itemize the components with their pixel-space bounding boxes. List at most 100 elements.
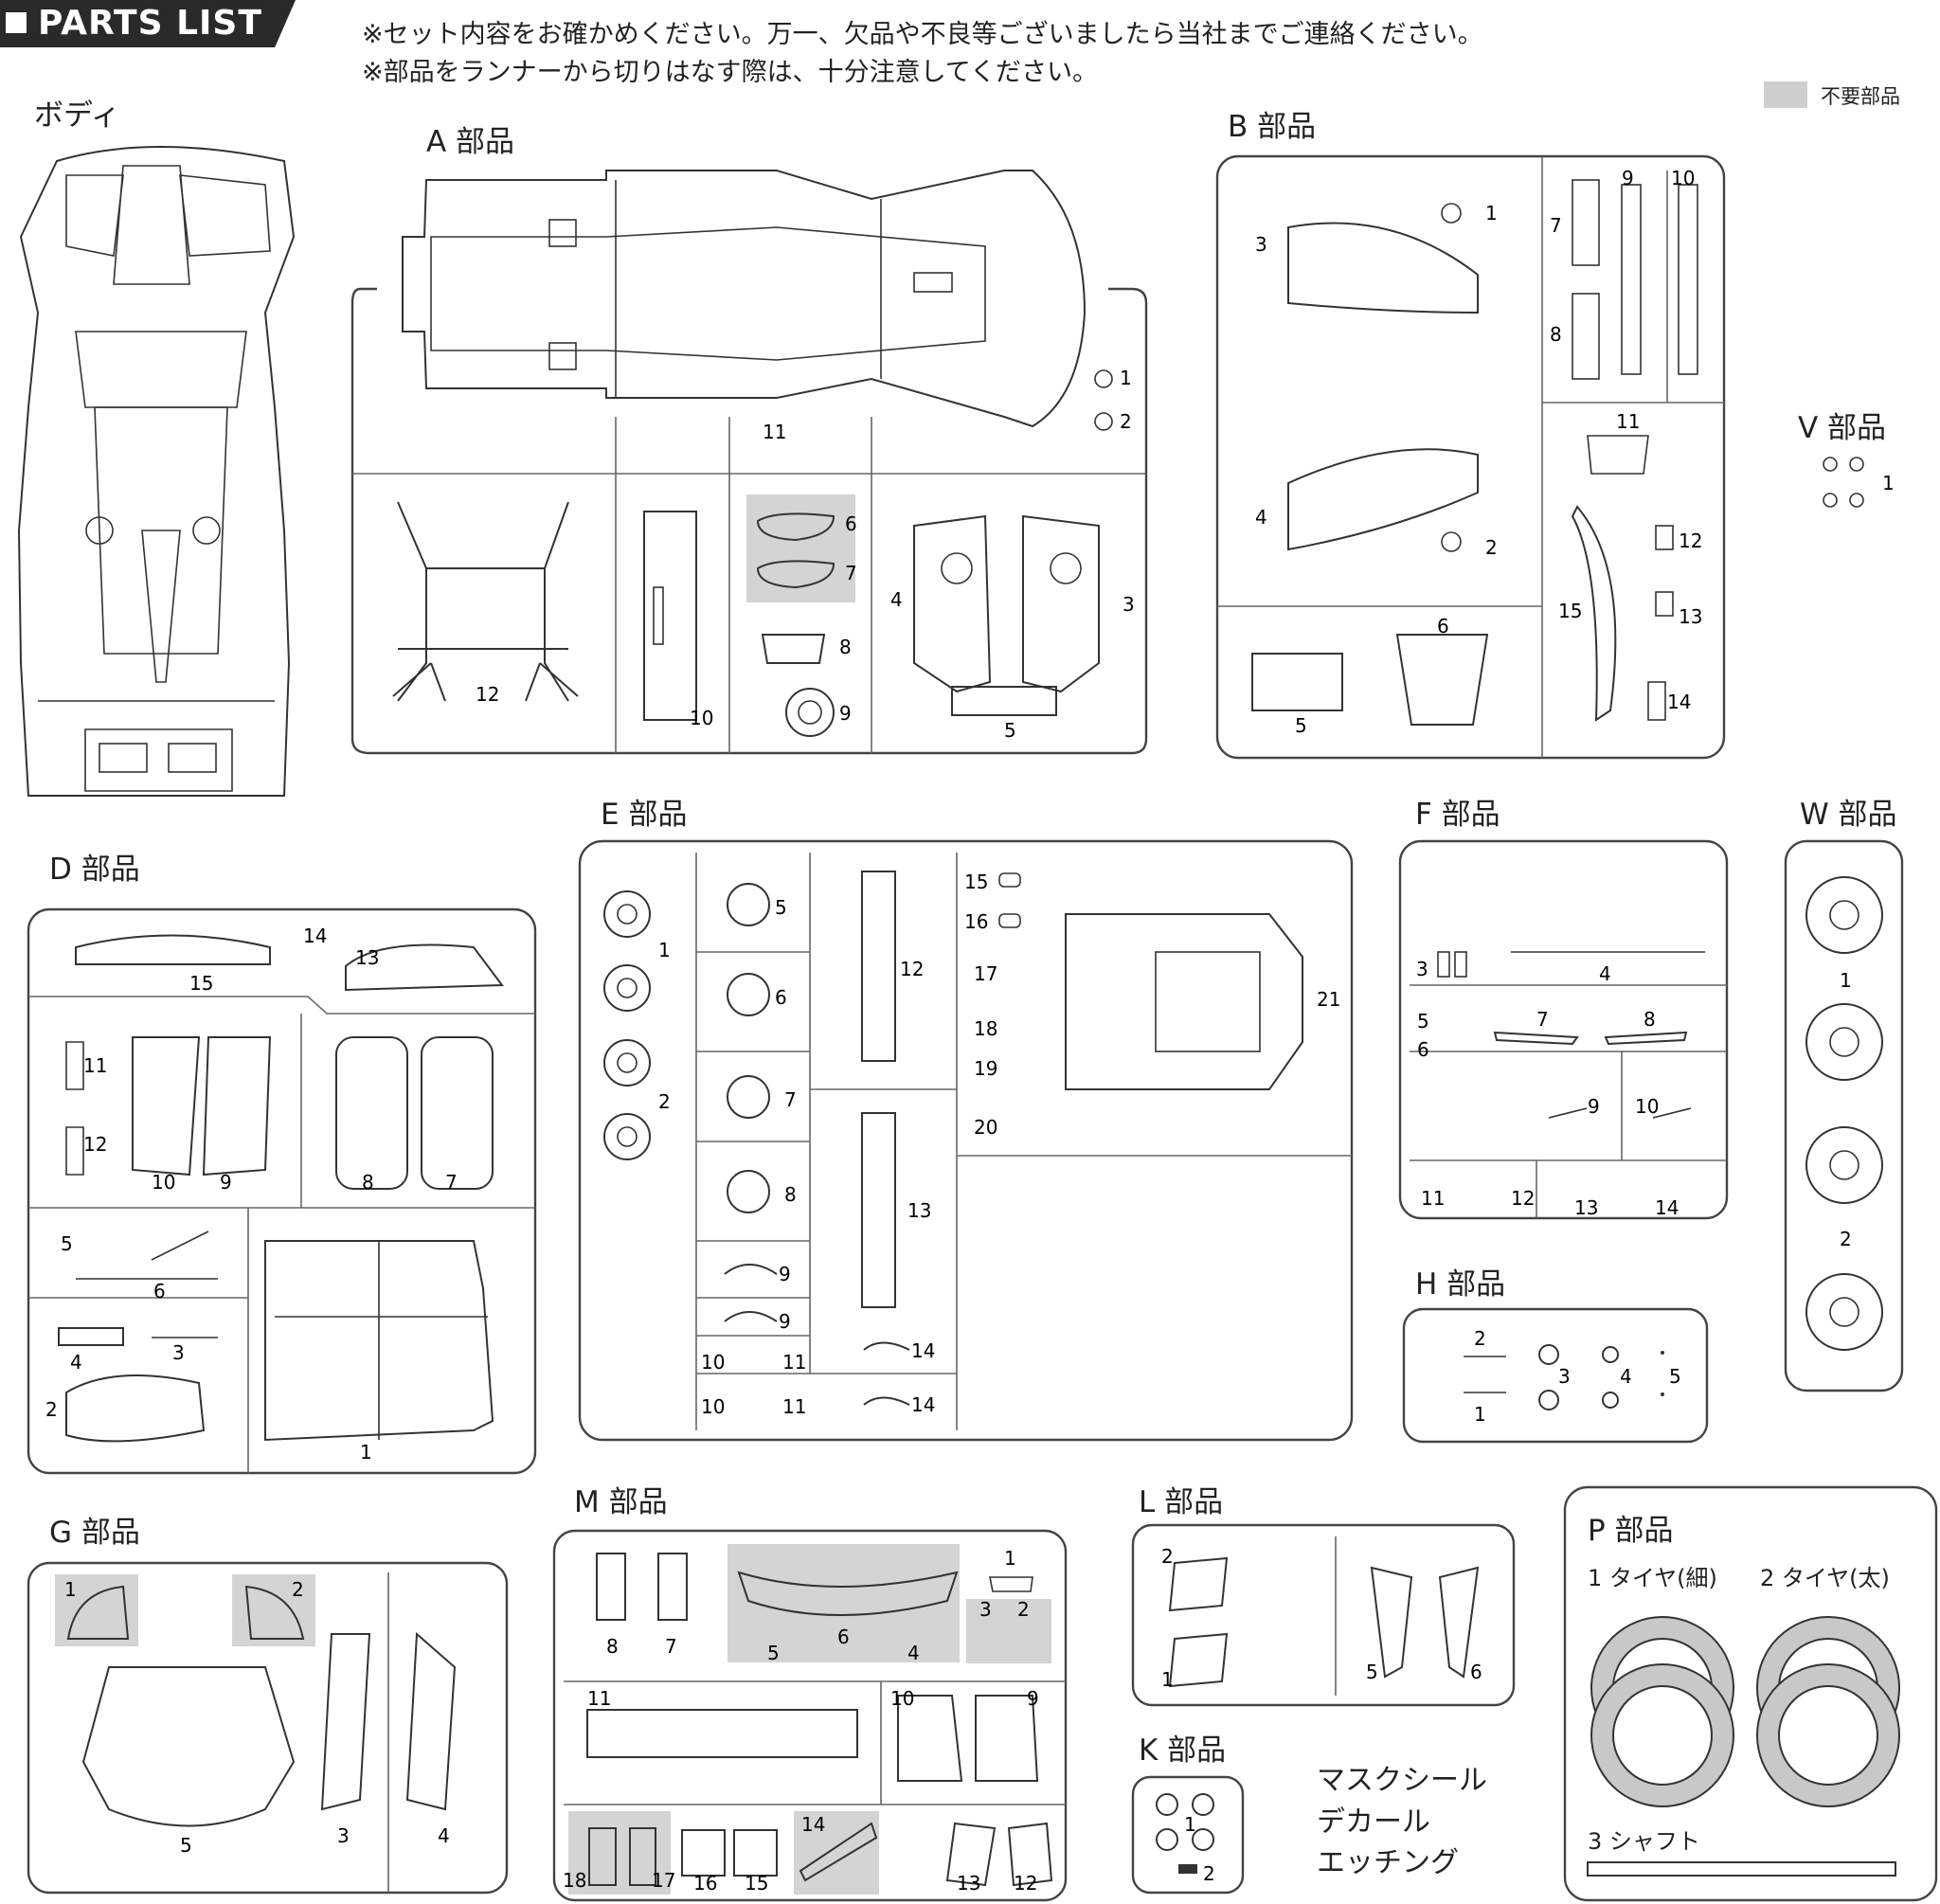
note-line-1: ※セット内容をお確かめください。万一、欠品や不良等ございましたら当社までご連絡く…: [362, 20, 1483, 49]
section-label-body: ボディ: [34, 99, 120, 133]
header-square-icon: [6, 12, 27, 33]
section-label-f: F 部品: [1415, 798, 1500, 832]
part-number: 10: [890, 1687, 914, 1710]
part-number: 2: [1161, 1545, 1174, 1568]
part-number: 5: [767, 1642, 780, 1664]
section-label-g: G 部品: [49, 1516, 140, 1550]
p-part-2-label: 2 タイヤ(太): [1760, 1565, 1890, 1591]
part-number: 11: [782, 1351, 806, 1374]
legend-swatch: [1764, 81, 1807, 108]
part-number: 14: [1667, 691, 1691, 713]
section-label-v: V 部品: [1798, 411, 1887, 445]
part-number: 3: [337, 1824, 350, 1847]
section-label-b: B 部品: [1228, 110, 1317, 144]
part-number: 15: [745, 1872, 768, 1895]
section-label-d: D 部品: [49, 853, 140, 887]
body-shell-drawing: [17, 146, 296, 797]
part-number: 15: [189, 972, 213, 995]
p-part-1-label: 1 タイヤ(細): [1588, 1565, 1717, 1591]
part-number: 7: [665, 1635, 677, 1658]
part-number: 2: [658, 1090, 671, 1113]
part-number: 5: [1669, 1365, 1681, 1388]
part-number: 10: [701, 1395, 725, 1418]
part-number: 12: [1014, 1872, 1037, 1895]
part-number: 2: [1203, 1862, 1215, 1885]
section-label-m: M 部品: [574, 1485, 668, 1519]
part-number: 3: [979, 1598, 992, 1621]
part-number: 10: [701, 1351, 725, 1374]
part-number: 3: [1123, 593, 1135, 616]
sprue-v: [1823, 457, 1864, 508]
part-number: 1: [1120, 367, 1132, 389]
part-number: 14: [911, 1393, 935, 1416]
part-number: 7: [445, 1171, 458, 1194]
section-label-l: L 部品: [1139, 1485, 1224, 1519]
part-number: 5: [180, 1834, 192, 1857]
part-number: 10: [1671, 167, 1695, 189]
section-label-e: E 部品: [601, 798, 688, 832]
part-number: 13: [1679, 605, 1702, 628]
part-number: 2: [1474, 1327, 1486, 1350]
part-number: 4: [890, 588, 903, 611]
part-number: 21: [1317, 988, 1340, 1011]
part-number: 3: [172, 1341, 185, 1364]
part-number: 14: [911, 1339, 935, 1362]
part-number: 16: [693, 1872, 717, 1895]
part-number: 20: [974, 1116, 997, 1139]
section-label-a: A 部品: [426, 125, 515, 159]
section-label-k: K 部品: [1139, 1733, 1227, 1768]
sprue-p: [1563, 1485, 1938, 1902]
note-line-2: ※部品をランナーから切りはなす際は、十分注意してください。: [362, 58, 1099, 87]
part-number: 11: [1616, 410, 1640, 433]
part-number: 10: [1635, 1095, 1659, 1118]
extras-list: マスクシール デカール エッチング: [1317, 1760, 1487, 1884]
part-number: 4: [1255, 506, 1267, 529]
part-number: 13: [907, 1199, 931, 1222]
part-number: 11: [83, 1054, 107, 1077]
part-number: 14: [801, 1813, 825, 1836]
part-number: 4: [1599, 962, 1611, 985]
part-number: 7: [845, 562, 857, 584]
part-number: 2: [1017, 1598, 1030, 1621]
part-number: 1: [64, 1578, 77, 1601]
part-number: 6: [1470, 1661, 1482, 1683]
part-number: 5: [1295, 714, 1307, 737]
part-number: 1: [658, 939, 671, 961]
part-number: 4: [70, 1351, 82, 1374]
part-number: 18: [974, 1017, 997, 1040]
part-number: 13: [1574, 1196, 1598, 1219]
part-number: 12: [83, 1133, 107, 1156]
part-number: 2: [45, 1398, 58, 1421]
sprue-k: [1131, 1775, 1245, 1895]
legend-label: 不要部品: [1821, 85, 1900, 108]
part-number: 12: [1679, 530, 1702, 552]
sprue-h: [1402, 1307, 1709, 1444]
part-number: 8: [606, 1635, 619, 1658]
part-number: 1: [1840, 969, 1852, 992]
part-number: 4: [1620, 1365, 1632, 1388]
part-number: 11: [782, 1395, 806, 1418]
part-number: 9: [220, 1171, 232, 1194]
part-number: 10: [152, 1171, 175, 1194]
sprue-m: [552, 1529, 1068, 1902]
sprue-f: [1398, 839, 1729, 1220]
part-number: 9: [1588, 1095, 1600, 1118]
part-number: 17: [652, 1869, 675, 1892]
sprue-d: [27, 907, 537, 1475]
part-number: 12: [900, 958, 924, 980]
part-number: 16: [964, 910, 988, 933]
part-number: 9: [779, 1263, 791, 1285]
section-label-p: P 部品: [1588, 1514, 1674, 1548]
part-number: 2: [1120, 410, 1132, 433]
part-number: 9: [839, 702, 852, 725]
part-number: 1: [1004, 1547, 1016, 1570]
part-number: 14: [1655, 1196, 1679, 1219]
part-number: 9: [1622, 167, 1634, 189]
section-label-w: W 部品: [1800, 798, 1897, 832]
part-number: 17: [974, 962, 997, 985]
part-number: 7: [784, 1088, 797, 1111]
parts-list-header: [0, 0, 296, 47]
part-number: 6: [1437, 615, 1449, 638]
page-title: PARTS LIST: [38, 4, 262, 43]
